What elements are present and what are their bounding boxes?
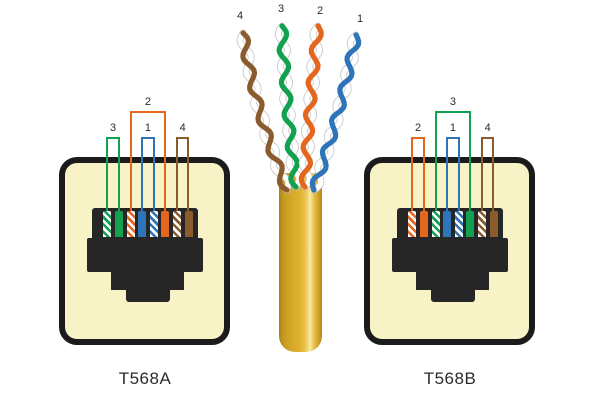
pin-6-orange bbox=[161, 211, 170, 237]
cable-pair-number-3: 3 bbox=[277, 3, 285, 15]
label-t568b: T568B bbox=[423, 369, 477, 388]
pin-7-white-brown bbox=[172, 211, 181, 237]
pin-2-orange bbox=[419, 211, 428, 237]
pair-bracket-blue-1 bbox=[141, 136, 155, 212]
rj45-jack-tier-3 bbox=[415, 272, 489, 290]
pair-number-4: 4 bbox=[484, 121, 491, 134]
pin-8-brown bbox=[184, 211, 193, 237]
pair-number-1: 1 bbox=[449, 121, 456, 134]
twisted-pair-1-blue bbox=[309, 31, 362, 194]
pair-bracket-orange-2 bbox=[129, 110, 167, 212]
pair-bracket-brown-4 bbox=[175, 136, 190, 212]
pair-bracket-orange-2 bbox=[411, 136, 425, 212]
rj45-jack-tier-2 bbox=[87, 238, 203, 272]
pair-bracket-blue-1 bbox=[446, 136, 460, 212]
pair-bracket-green-3 bbox=[106, 136, 120, 212]
cable-pair-number-4: 4 bbox=[236, 10, 244, 22]
cable-pair-number-1: 1 bbox=[356, 13, 364, 25]
twisted-pair-4-brown bbox=[236, 29, 292, 194]
pair-number-2: 2 bbox=[144, 95, 151, 108]
pin-5-white-blue bbox=[149, 211, 158, 237]
twisted-pair-3-green bbox=[274, 22, 303, 191]
rj45-jack-tier-3 bbox=[110, 272, 184, 290]
pin-4-blue bbox=[138, 211, 147, 237]
pin-5-white-blue bbox=[454, 211, 463, 237]
pin-6-green bbox=[466, 211, 475, 237]
pin-3-white-green bbox=[431, 211, 440, 237]
pin-8-brown bbox=[489, 211, 498, 237]
pair-number-1: 1 bbox=[144, 121, 151, 134]
pair-number-4: 4 bbox=[179, 121, 186, 134]
pin-4-blue bbox=[443, 211, 452, 237]
twisted-pair-2-orange bbox=[298, 22, 324, 191]
rj45-jack-tier-2 bbox=[392, 238, 508, 272]
pin-7-white-brown bbox=[477, 211, 486, 237]
pair-bracket-green-3 bbox=[434, 110, 472, 212]
label-t568a: T568A bbox=[118, 369, 172, 388]
pin-2-green bbox=[114, 211, 123, 237]
pair-number-2: 2 bbox=[415, 121, 422, 134]
pin-1-white-orange bbox=[408, 211, 417, 237]
cable-pair-number-2: 2 bbox=[316, 5, 324, 17]
pair-bracket-brown-4 bbox=[480, 136, 495, 212]
rj45-jack-tier-4 bbox=[430, 290, 475, 302]
pair-number-3: 3 bbox=[449, 95, 456, 108]
cable-jacket bbox=[279, 173, 322, 352]
pair-number-3: 3 bbox=[110, 121, 117, 134]
pin-3-white-orange bbox=[126, 211, 135, 237]
rj45-jack-tier-4 bbox=[125, 290, 170, 302]
pin-1-white-green bbox=[103, 211, 112, 237]
